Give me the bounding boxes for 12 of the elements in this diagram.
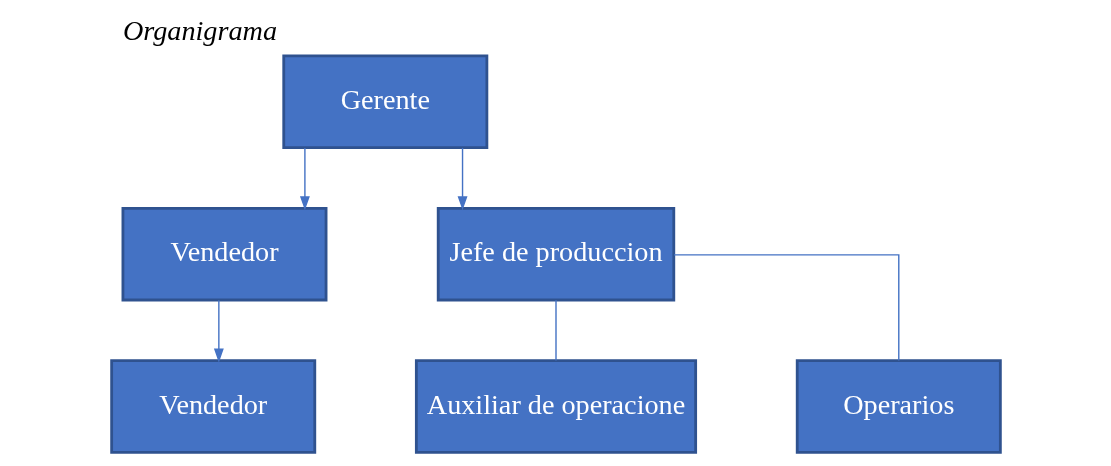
diagram-title: Organigrama [122, 15, 277, 47]
arrow [457, 147, 467, 211]
node-box: Operarios [795, 359, 1002, 454]
node-box: Jefe de produccion [436, 206, 675, 302]
connector [554, 299, 557, 362]
connector [672, 254, 899, 362]
node-box: Vendedor [109, 359, 316, 454]
arrow [213, 299, 224, 363]
node-box: Gerente [281, 54, 488, 150]
node-box: Auxiliar de operacione [414, 359, 697, 454]
node-box: Vendedor [121, 206, 327, 302]
arrow [299, 147, 310, 211]
